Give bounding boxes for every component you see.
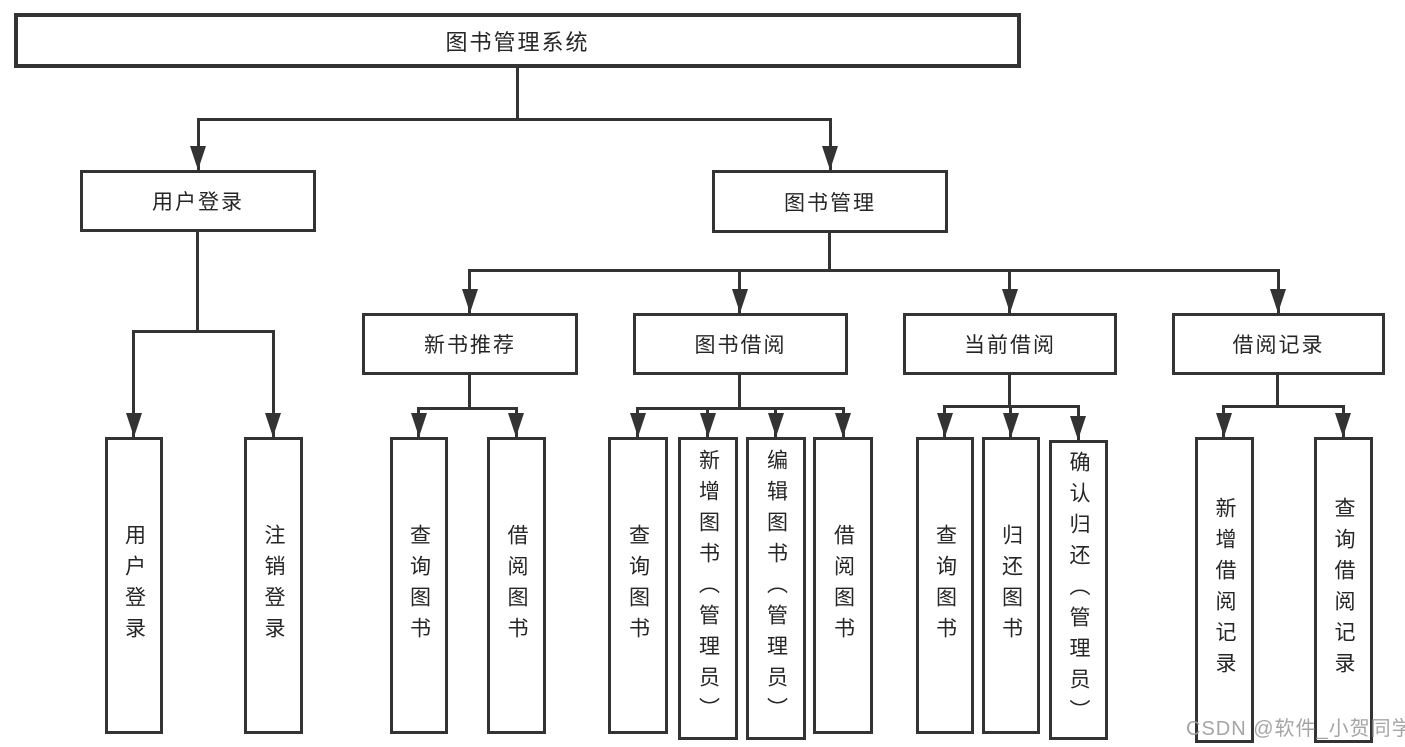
connector-borrow-hline [636, 407, 845, 410]
node-borrow-records: 借阅记录 [1172, 313, 1385, 375]
arrow-records-query [1335, 413, 1351, 437]
connector-mgmt-stem [828, 233, 831, 271]
node-borrow-records-label: 借阅记录 [1232, 334, 1325, 357]
connector-records-hline [1222, 405, 1345, 408]
connector-recommend-hline [417, 407, 518, 410]
leaf-records-add-record: 新增借阅记录 [1195, 437, 1254, 743]
leaf-current-return-books-label: 归还图书 [999, 523, 1023, 648]
leaf-current-query-books-label: 查询图书 [933, 523, 957, 648]
node-new-book-recommend: 新书推荐 [362, 313, 578, 375]
csdn-watermark: CSDN @软件_小贺同学 [1186, 718, 1405, 740]
arrow-borrow-query [630, 413, 646, 437]
arrow-leaf-logout [265, 413, 281, 437]
leaf-borrow-query-books-label: 查询图书 [626, 523, 650, 648]
leaf-borrow-borrow-books-label: 借阅图书 [831, 523, 855, 648]
leaf-user-login-label: 用户登录 [122, 523, 146, 648]
arrow-borrow-edit [768, 413, 784, 437]
arrow-current-return [1003, 413, 1019, 437]
leaf-borrow-add-books-admin: 新增图书（管理员） [678, 437, 738, 740]
leaf-borrow-add-books-admin-label: 新增图书（管理员） [696, 449, 720, 728]
arrow-borrow [732, 289, 748, 313]
arrow-current [1002, 289, 1018, 313]
leaf-recommend-borrow-books: 借阅图书 [487, 437, 546, 734]
arrow-recommend [462, 289, 478, 313]
arrow-user-login [190, 146, 206, 170]
arrow-book-mgmt [822, 146, 838, 170]
node-current-borrow-label: 当前借阅 [964, 334, 1056, 357]
leaf-borrow-borrow-books: 借阅图书 [813, 437, 873, 734]
leaf-borrow-query-books: 查询图书 [608, 437, 668, 734]
connector-root-hline [197, 118, 831, 121]
leaf-recommend-borrow-books-label: 借阅图书 [505, 523, 528, 648]
connector-mgmt-hline [468, 269, 1280, 272]
arrow-recommend-query [411, 413, 427, 437]
connector-drop-book-mgmt [829, 118, 832, 170]
connector-borrow-stem [738, 375, 741, 409]
arrow-records-add [1216, 413, 1232, 437]
arrow-current-query [937, 413, 953, 437]
node-user-login: 用户登录 [80, 170, 316, 232]
node-user-login-label: 用户登录 [152, 191, 244, 214]
arrow-borrow-add [700, 413, 716, 437]
leaf-logout-label: 注销登录 [262, 523, 285, 648]
connector-root-stem [516, 68, 519, 121]
node-current-borrow: 当前借阅 [903, 313, 1117, 375]
node-book-borrow: 图书借阅 [633, 313, 848, 375]
connector-drop-leaf-logout [272, 330, 275, 437]
arrow-recommend-borrow [508, 413, 524, 437]
leaf-current-query-books: 查询图书 [916, 437, 974, 734]
connector-drop-user-login [197, 118, 200, 170]
arrow-borrow-borrow [835, 413, 851, 437]
leaf-records-add-record-label: 新增借阅记录 [1213, 497, 1236, 683]
leaf-user-login: 用户登录 [105, 437, 163, 734]
leaf-borrow-edit-books-admin: 编辑图书（管理员） [746, 437, 806, 740]
leaf-current-confirm-return-admin: 确认归还（管理员） [1049, 440, 1108, 740]
leaf-current-confirm-return-admin-label: 确认归还（管理员） [1067, 450, 1090, 730]
leaf-current-return-books: 归还图书 [982, 437, 1040, 734]
node-root-library-system: 图书管理系统 [14, 13, 1021, 68]
connector-records-stem [1276, 375, 1279, 407]
node-root-label: 图书管理系统 [445, 29, 590, 55]
connector-user-stem [196, 232, 199, 332]
arrow-records [1270, 289, 1286, 313]
arrow-leaf-user-login [126, 413, 142, 437]
leaf-records-query-record: 查询借阅记录 [1314, 437, 1373, 743]
leaf-recommend-query-books-label: 查询图书 [407, 523, 431, 648]
leaf-recommend-query-books: 查询图书 [390, 437, 448, 734]
connector-recommend-stem [468, 375, 471, 409]
connector-user-hline [132, 330, 274, 333]
connector-drop-leaf-user-login [132, 330, 135, 437]
leaf-borrow-edit-books-admin-label: 编辑图书（管理员） [764, 449, 788, 728]
arrow-current-confirm [1070, 416, 1086, 440]
leaf-records-query-record-label: 查询借阅记录 [1332, 497, 1355, 683]
node-book-mgmt: 图书管理 [712, 170, 948, 233]
leaf-logout: 注销登录 [244, 437, 303, 734]
connector-current-stem [1008, 375, 1011, 407]
node-new-book-recommend-label: 新书推荐 [424, 334, 516, 357]
node-book-mgmt-label: 图书管理 [784, 191, 876, 215]
node-book-borrow-label: 图书借阅 [694, 334, 787, 357]
